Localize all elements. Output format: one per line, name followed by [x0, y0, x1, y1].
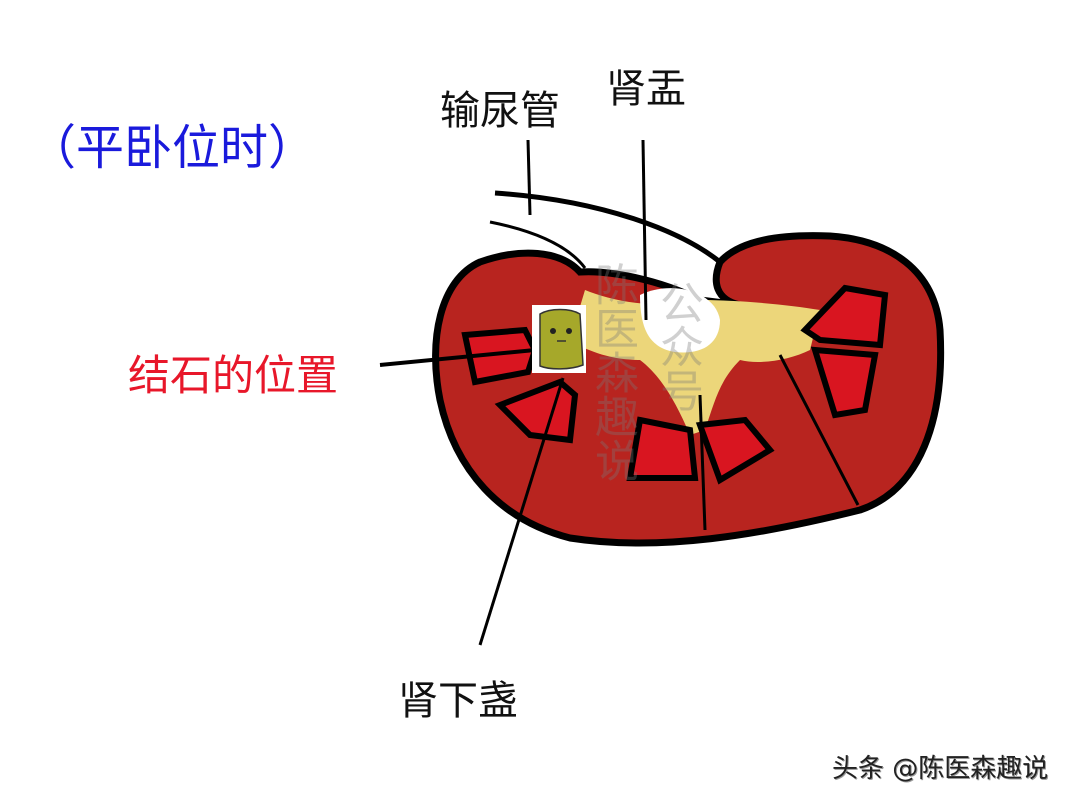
pyramid	[461, 326, 539, 386]
stone-position-label: 结石的位置	[128, 351, 339, 400]
lower-calyx-label: 肾下盏	[398, 678, 518, 724]
pyramid	[695, 416, 775, 485]
stone-icon	[539, 308, 584, 370]
watermark-text-2: 公众号	[652, 280, 703, 412]
pyramid	[626, 416, 699, 481]
renal-pelvis	[570, 290, 820, 435]
ureter-label: 输尿管	[440, 88, 560, 134]
pyramid	[810, 346, 879, 419]
watermark-text: 陈医森趣说	[587, 262, 638, 482]
renal-pelvis-label: 肾盂	[606, 66, 686, 112]
diagram-title: （平卧位时）	[28, 120, 317, 176]
credit-text: 头条 @陈医森趣说	[832, 754, 1049, 784]
pyramid	[800, 284, 889, 349]
